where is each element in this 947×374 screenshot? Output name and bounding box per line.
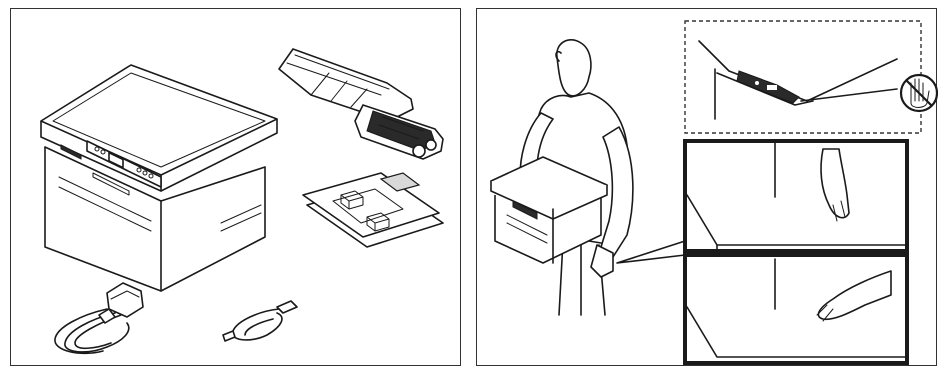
package-contents-illustration: [11, 9, 462, 367]
hand-grip-detail-top: [685, 141, 907, 251]
hand-grip-detail-bottom: [685, 255, 907, 363]
no-touch-hand-icon: [901, 75, 937, 111]
printer-illustration: [41, 65, 277, 291]
package-contents-panel: [10, 8, 461, 366]
carrying-instructions-panel: [476, 8, 937, 366]
callout-connector: [617, 241, 685, 263]
usb-cable-illustration: [223, 301, 297, 341]
operation-panel-detail: [685, 21, 921, 133]
power-cord-illustration: [55, 283, 143, 353]
manuals-illustration: [303, 173, 443, 247]
carrying-instructions-illustration: [477, 9, 938, 367]
toner-container-illustration: [279, 49, 443, 159]
